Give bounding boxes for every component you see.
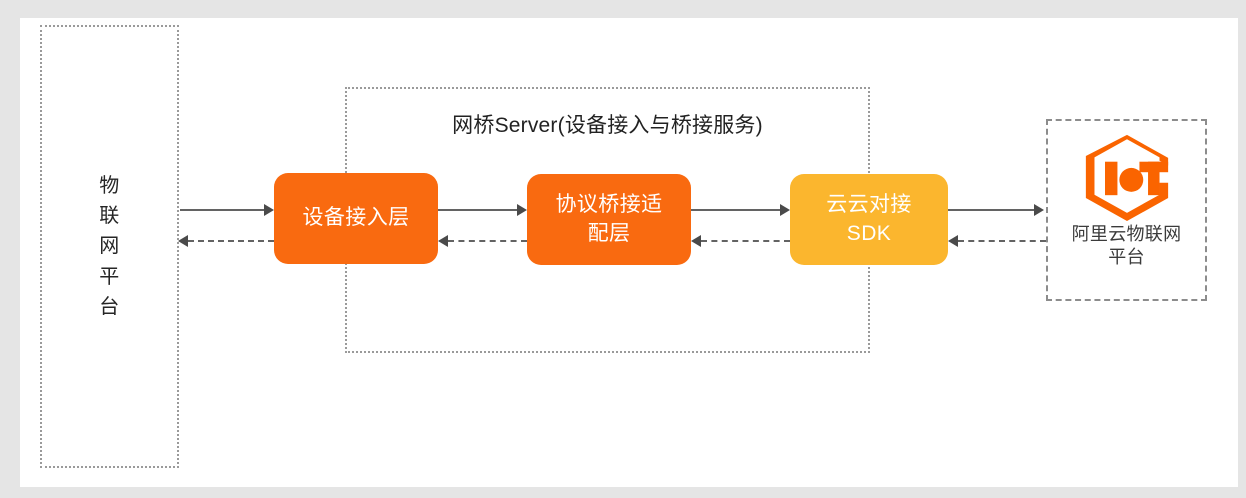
node-protocol-bridge-line-2: 配层 [587,221,631,245]
connector-device-to-bridge [438,209,517,211]
node-cloud-sdk-text: 云云对接 SDK [820,191,918,247]
bridge-server-title: 网桥Server(设备接入与桥接服务) [452,114,763,137]
connector-aliyun-to-sdk [958,240,1046,242]
node-protocol-bridge-line-1: 协议桥接适 [555,193,663,217]
arrowhead-bridge-to-device [438,235,448,247]
iot-platform-container: 物 联 网 平 台 [40,25,179,468]
connector-bridge-to-device [448,240,527,242]
iot-platform-label: 物 联 网 平 台 [42,171,177,323]
node-protocol-bridge-text: 协议桥接适 配层 [550,191,669,247]
node-cloud-sdk-line-1: 云云对接 [826,193,912,217]
connector-sdk-to-aliyun [948,209,1034,211]
connector-device-to-platform [188,240,274,242]
aliyun-label-line-1: 阿里云物联网 [1071,224,1182,244]
aliyun-label-line-2: 平台 [1108,247,1145,268]
iot-platform-label-char-5: 台 [99,296,120,319]
node-device-access-line-1: 设备接入层 [302,206,410,230]
arrowhead-sdk-to-aliyun [1034,204,1044,216]
arrowhead-bridge-to-sdk [780,204,790,216]
diagram-canvas: 物 联 网 平 台 网桥Server(设备接入与桥接服务) 设备接入层 协议桥接… [20,18,1238,487]
arrowhead-device-to-platform [178,235,188,247]
iot-platform-label-char-2: 联 [99,204,120,227]
aliyun-iot-platform-container: 阿里云物联网 平台 [1046,119,1207,301]
connector-sdk-to-bridge [701,240,790,242]
arrowhead-aliyun-to-sdk [948,235,958,247]
arrowhead-sdk-to-bridge [691,235,701,247]
connector-platform-to-device [180,209,264,211]
iot-platform-label-char-4: 平 [99,265,120,288]
arrowhead-device-to-bridge [517,204,527,216]
iot-platform-label-char-3: 网 [99,235,120,258]
aliyun-iot-logo-icon [1085,134,1168,221]
connector-bridge-to-sdk [691,209,780,211]
iot-platform-label-char-1: 物 [99,174,120,197]
node-device-access-text: 设备接入层 [297,204,416,232]
node-cloud-sdk[interactable]: 云云对接 SDK [790,174,948,265]
node-device-access[interactable]: 设备接入层 [274,173,438,264]
arrowhead-platform-to-device [264,204,274,216]
node-protocol-bridge[interactable]: 协议桥接适 配层 [527,174,691,265]
aliyun-iot-platform-label: 阿里云物联网 平台 [1072,223,1182,269]
node-cloud-sdk-line-2: SDK [846,221,892,245]
